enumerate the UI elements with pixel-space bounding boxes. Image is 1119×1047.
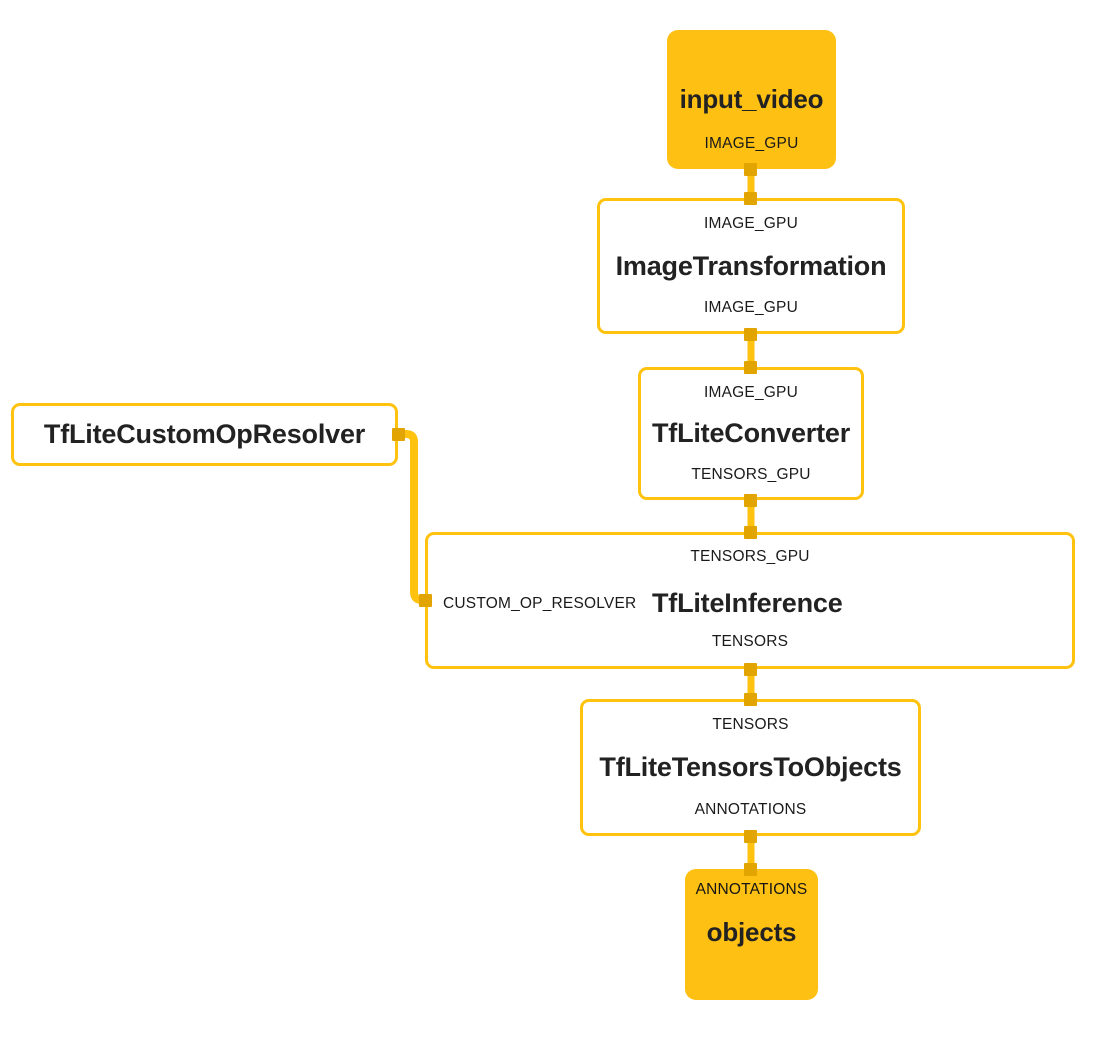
node-image-transformation-output-label: IMAGE_GPU	[704, 298, 798, 316]
node-tflite-custom-op-resolver[interactable]: TfLiteCustomOpResolver	[11, 403, 398, 466]
port-tflite-custom-op-resolver-out	[392, 428, 405, 441]
node-tflite-tensors-to-objects-input-label: TENSORS	[712, 716, 789, 733]
node-input-video-output-label: IMAGE_GPU	[704, 134, 799, 152]
port-image-transformation-in	[744, 192, 757, 205]
node-tflite-tensors-to-objects-title: TfLiteTensorsToObjects	[599, 752, 902, 783]
port-tflite-inference-out	[744, 663, 757, 676]
node-tflite-converter-title: TfLiteConverter	[651, 418, 851, 449]
port-input-video-out	[744, 163, 757, 176]
node-tflite-inference-output-label: TENSORS	[711, 632, 789, 650]
node-image-transformation[interactable]: IMAGE_GPU ImageTransformation IMAGE_GPU	[597, 198, 905, 334]
port-tflite-converter-out	[744, 494, 757, 507]
node-tflite-inference-title: TfLiteInference	[652, 588, 843, 618]
node-tflite-converter-output-label: TENSORS_GPU	[691, 465, 811, 483]
node-input-video-title: input_video	[679, 83, 824, 114]
node-tflite-inference-side-input-label: CUSTOM_OP_RESOLVER	[443, 595, 637, 612]
port-tflite-converter-in	[744, 361, 757, 374]
node-tflite-inference[interactable]: TENSORS_GPU TfLiteInference CUSTOM_OP_RE…	[425, 532, 1075, 669]
node-tflite-converter-input-label: IMAGE_GPU	[704, 384, 798, 401]
node-tflite-custom-op-resolver-title: TfLiteCustomOpResolver	[43, 419, 366, 450]
port-objects-in	[744, 863, 757, 876]
port-tflite-inference-side-in	[419, 594, 432, 607]
port-tflite-tensors-to-objects-in	[744, 693, 757, 706]
port-tflite-tensors-to-objects-out	[744, 830, 757, 843]
node-tflite-converter[interactable]: IMAGE_GPU TfLiteConverter TENSORS_GPU	[638, 367, 864, 500]
port-tflite-inference-in	[744, 526, 757, 539]
node-input-video[interactable]: input_video IMAGE_GPU	[667, 30, 836, 169]
node-tflite-tensors-to-objects-output-label: ANNOTATIONS	[694, 800, 807, 818]
node-image-transformation-title: ImageTransformation	[615, 250, 887, 281]
node-objects[interactable]: ANNOTATIONS objects	[685, 869, 818, 1000]
edge-custom-op-resolver-to-tflite-inference	[398, 430, 425, 604]
node-image-transformation-input-label: IMAGE_GPU	[704, 215, 798, 232]
node-tflite-inference-input-label: TENSORS_GPU	[690, 548, 810, 565]
node-tflite-tensors-to-objects[interactable]: TENSORS TfLiteTensorsToObjects ANNOTATIO…	[580, 699, 921, 836]
node-objects-title: objects	[706, 917, 797, 947]
node-objects-input-label: ANNOTATIONS	[695, 881, 808, 898]
port-image-transformation-out	[744, 328, 757, 341]
